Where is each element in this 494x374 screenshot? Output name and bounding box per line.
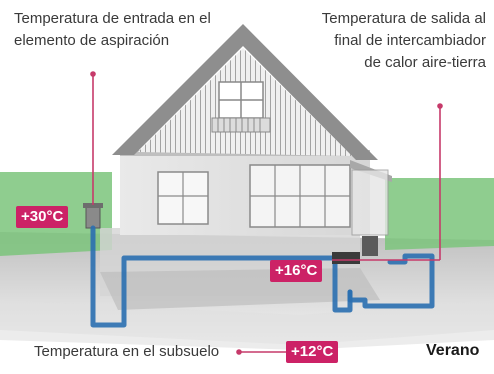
subsoil-temperature-caption: Temperatura en el subsuelo <box>34 341 219 363</box>
outlet-caption-line2: final de intercambiador <box>334 32 486 49</box>
inlet-caption-line2: elemento de aspiración <box>14 32 170 49</box>
pointer-lines <box>92 74 441 353</box>
exchanger-unit <box>332 252 360 264</box>
exchanger-duct <box>362 236 378 256</box>
inlet-temperature-badge: +30°C <box>16 206 69 228</box>
pointer-dot-outlet <box>437 103 443 109</box>
outlet-temperature-caption: Temperatura de salida al final de interc… <box>322 8 486 74</box>
subsoil-temperature-badge: +12°C <box>286 341 339 363</box>
inlet-caption-line1: Temperatura de entrada en el <box>14 10 211 27</box>
intake-element <box>85 205 101 229</box>
outlet-caption-line3: de calor aire-tierra <box>364 54 486 71</box>
intake-cap <box>83 203 103 208</box>
balcony-rail <box>211 117 271 133</box>
pointer-dot-inlet <box>90 71 96 77</box>
subsoil-caption-line: Temperatura en el subsuelo <box>34 343 220 360</box>
inlet-temperature-caption: Temperatura de entrada en el elemento de… <box>14 8 211 52</box>
balcony-balusters <box>217 118 261 132</box>
right-window-frames <box>250 165 350 227</box>
outlet-temperature-badge: +16°C <box>270 260 323 282</box>
outlet-caption-line1: Temperatura de salida al <box>321 10 486 27</box>
porch-glass <box>351 169 389 236</box>
roof-gable <box>112 24 378 160</box>
pointer-dot-subsoil <box>236 349 242 355</box>
heat-exchanger-pipe <box>90 225 353 328</box>
season-label: Verano <box>426 342 480 359</box>
